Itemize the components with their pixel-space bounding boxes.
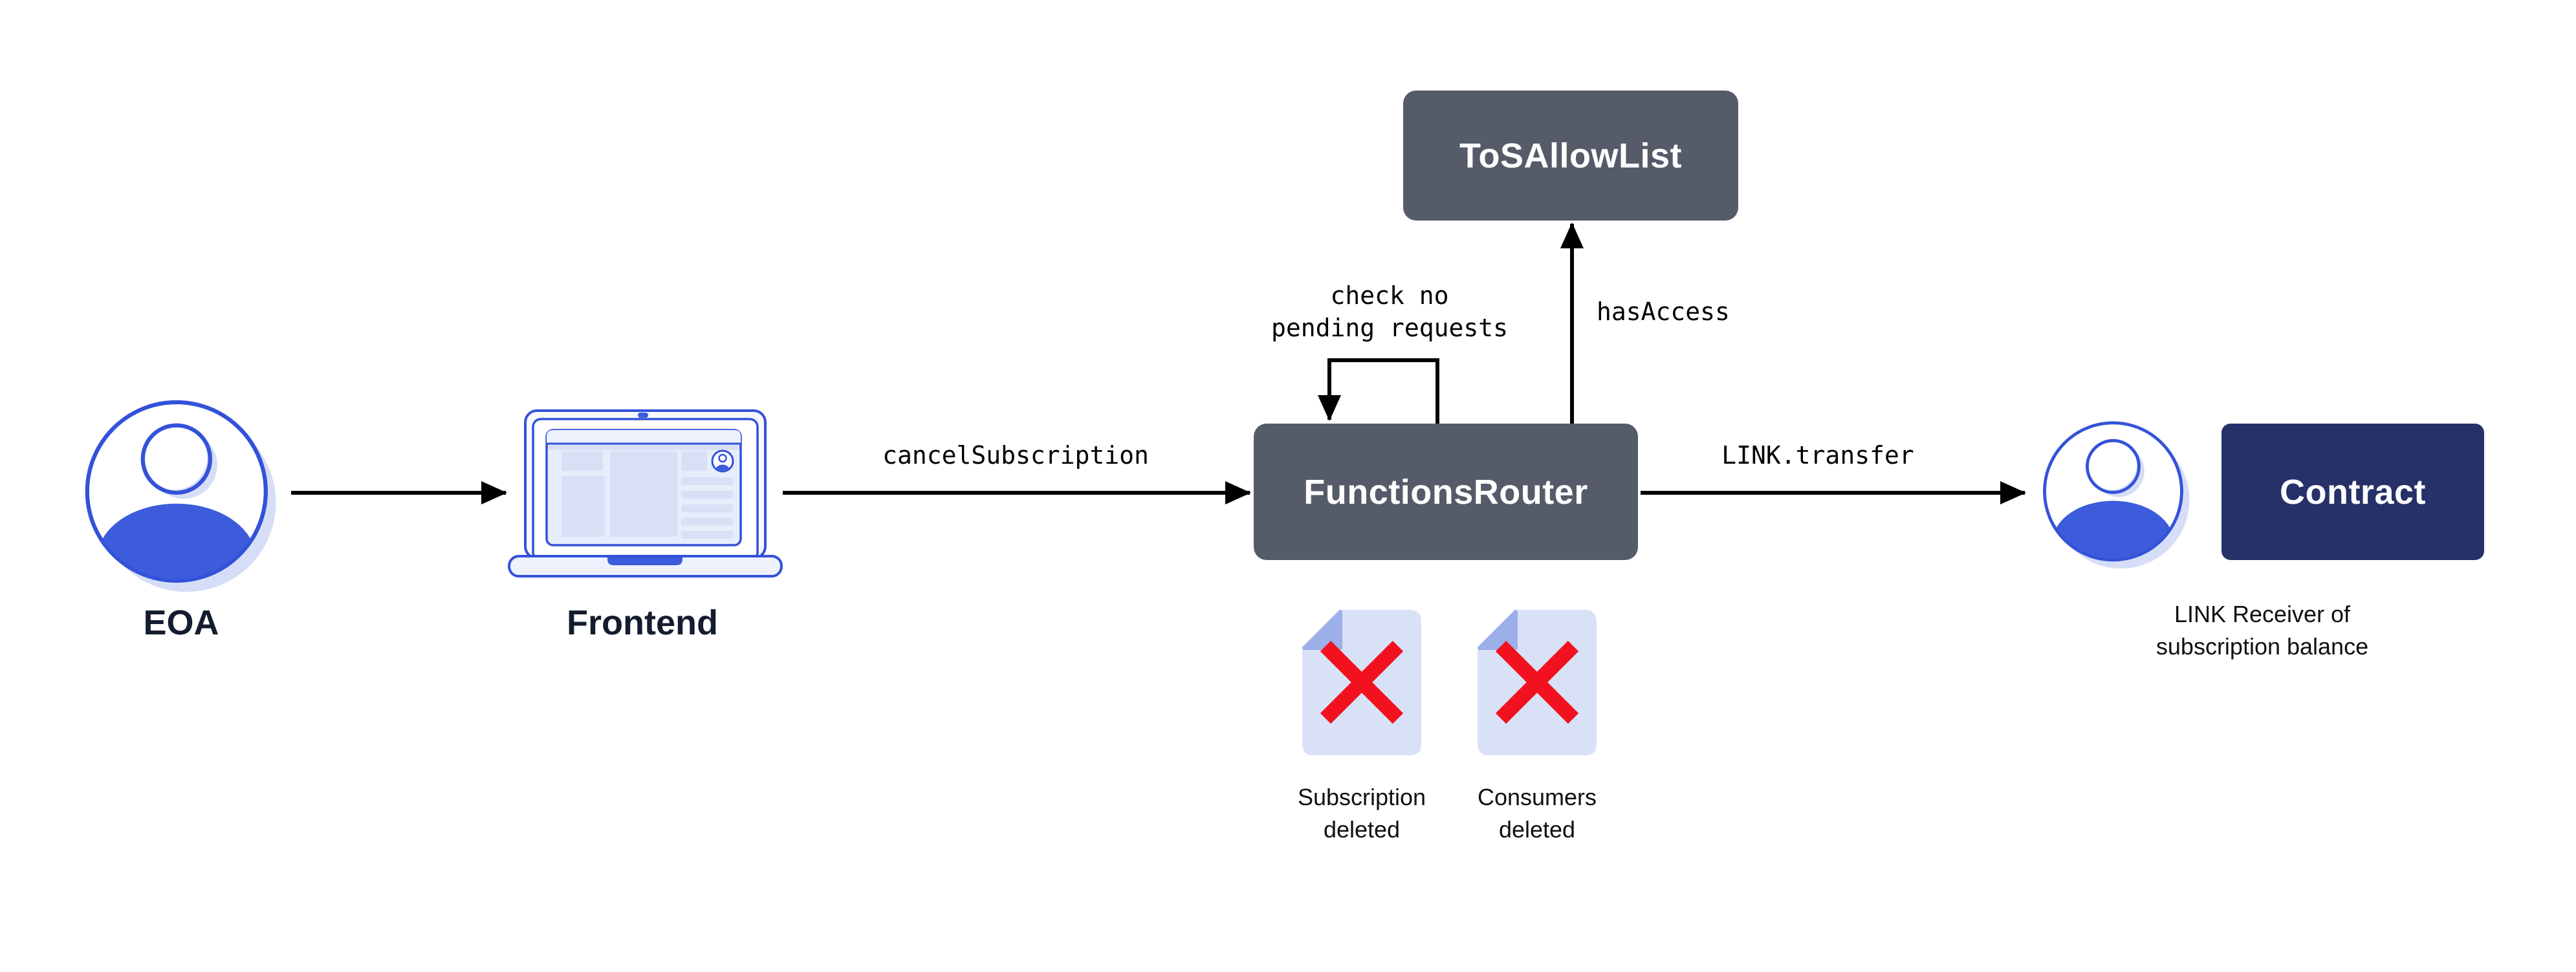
- frontend-label: Frontend: [567, 603, 718, 642]
- edge-label-cancel-subscription: cancelSubscription: [882, 441, 1149, 470]
- eoa-label: EOA: [143, 603, 219, 642]
- eoa-avatar-icon: [85, 400, 276, 592]
- consumers-deleted-label: Consumers deleted: [1477, 784, 1597, 843]
- laptop-icon: [508, 409, 783, 578]
- contract-node: Contract: [2221, 424, 2484, 560]
- delete-x-icon: [1320, 640, 1404, 724]
- edge-router-self-loop: [1318, 358, 1439, 425]
- functions-router-label: FunctionsRouter: [1304, 472, 1588, 512]
- edge-label-has-access: hasAccess: [1597, 297, 1730, 326]
- link-receiver-caption: LINK Receiver of subscription balance: [2156, 601, 2369, 660]
- edge-label-check-pending-requests: check no pending requests: [1271, 281, 1509, 342]
- contract-label: Contract: [2279, 472, 2426, 512]
- subscription-deleted-label: Subscription deleted: [1297, 784, 1426, 843]
- functions-router-node: FunctionsRouter: [1254, 424, 1638, 560]
- tos-allow-list-node: ToSAllowList: [1403, 91, 1738, 221]
- delete-x-icon: [1495, 640, 1579, 724]
- subscription-deleted-doc-icon: [1302, 610, 1421, 755]
- receiver-avatar-icon: [2043, 421, 2190, 569]
- edge-label-link-transfer: LINK.transfer: [1721, 441, 1914, 470]
- tos-allow-list-label: ToSAllowList: [1459, 136, 1682, 175]
- consumers-deleted-doc-icon: [1478, 610, 1597, 755]
